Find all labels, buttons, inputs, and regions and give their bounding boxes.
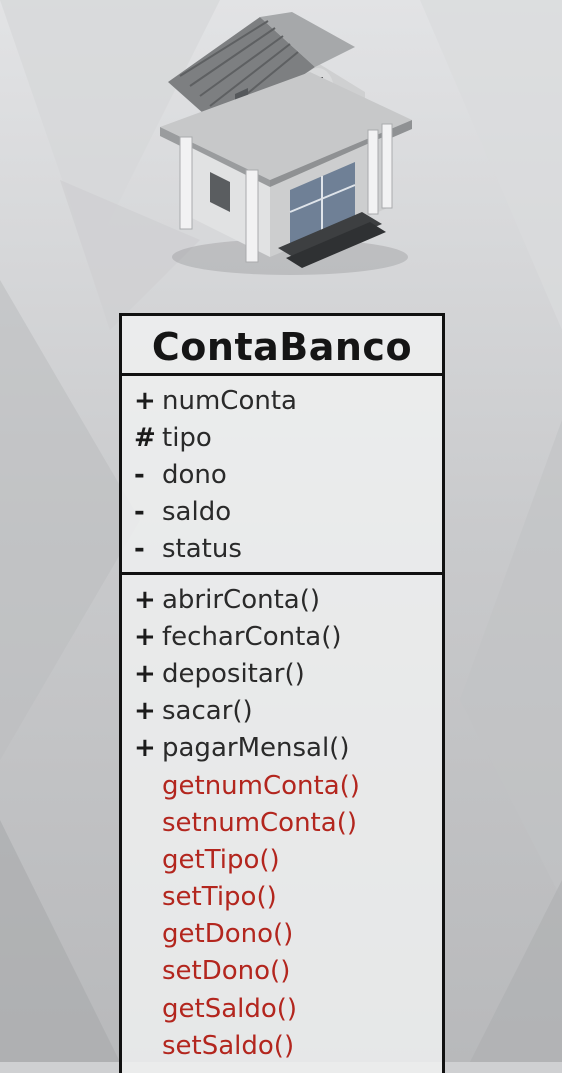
method-row: + fecharConta() bbox=[134, 618, 442, 655]
method-name: depositar() bbox=[162, 658, 305, 689]
accessor-method-row: getnumConta() bbox=[134, 767, 442, 804]
method-name: setSaldo() bbox=[162, 1030, 295, 1061]
method-name: fecharConta() bbox=[162, 621, 342, 652]
bank-building-icon: $ bbox=[160, 12, 412, 275]
method-row: + abrirConta() bbox=[134, 581, 442, 618]
accessor-method-row: getTipo() bbox=[134, 841, 442, 878]
attribute-name: saldo bbox=[162, 497, 232, 528]
attributes-section: + numConta # tipo - dono - saldo - statu… bbox=[122, 376, 442, 575]
visibility-marker: + bbox=[134, 658, 156, 689]
method-name: getTipo() bbox=[162, 844, 280, 875]
methods-section: + abrirConta() + fecharConta() + deposit… bbox=[122, 575, 442, 1064]
method-name: setnumConta() bbox=[162, 807, 357, 838]
visibility-marker: + bbox=[134, 584, 156, 615]
class-name: ContaBanco bbox=[122, 316, 442, 376]
visibility-marker: - bbox=[134, 497, 145, 528]
visibility-marker: + bbox=[134, 733, 156, 764]
method-row: + pagarMensal() bbox=[134, 730, 442, 767]
visibility-marker: - bbox=[134, 534, 145, 565]
accessor-method-row: getDono() bbox=[134, 916, 442, 953]
visibility-marker: + bbox=[134, 696, 156, 727]
attribute-name: dono bbox=[162, 459, 227, 490]
method-name: pagarMensal() bbox=[162, 733, 350, 764]
method-name: getDono() bbox=[162, 919, 294, 950]
attribute-row: - dono bbox=[134, 456, 442, 493]
accessor-method-row: setnumConta() bbox=[134, 804, 442, 841]
method-row: + sacar() bbox=[134, 693, 442, 730]
visibility-marker: + bbox=[134, 385, 156, 416]
accessor-method-row: getSaldo() bbox=[134, 990, 442, 1027]
uml-class-box: ContaBanco + numConta # tipo - dono - sa… bbox=[119, 313, 445, 1073]
accessor-method-row: setSaldo() bbox=[134, 1027, 442, 1064]
method-name: abrirConta() bbox=[162, 584, 320, 615]
attribute-row: - saldo bbox=[134, 494, 442, 531]
method-row: + depositar() bbox=[134, 655, 442, 692]
visibility-marker: - bbox=[134, 459, 145, 490]
method-name: sacar() bbox=[162, 696, 253, 727]
attribute-name: tipo bbox=[162, 422, 212, 453]
method-name: getSaldo() bbox=[162, 993, 298, 1024]
method-name: setDono() bbox=[162, 956, 291, 987]
attribute-row: - status bbox=[134, 531, 442, 568]
method-name: getnumConta() bbox=[162, 770, 360, 801]
visibility-marker: + bbox=[134, 621, 156, 652]
attribute-name: numConta bbox=[162, 385, 297, 416]
attribute-row: # tipo bbox=[134, 419, 442, 456]
method-name: setTipo() bbox=[162, 882, 277, 913]
attribute-name: status bbox=[162, 534, 242, 565]
accessor-method-row: setTipo() bbox=[134, 879, 442, 916]
visibility-marker: # bbox=[134, 422, 156, 453]
accessor-method-row: setDono() bbox=[134, 953, 442, 990]
attribute-row: + numConta bbox=[134, 382, 442, 419]
